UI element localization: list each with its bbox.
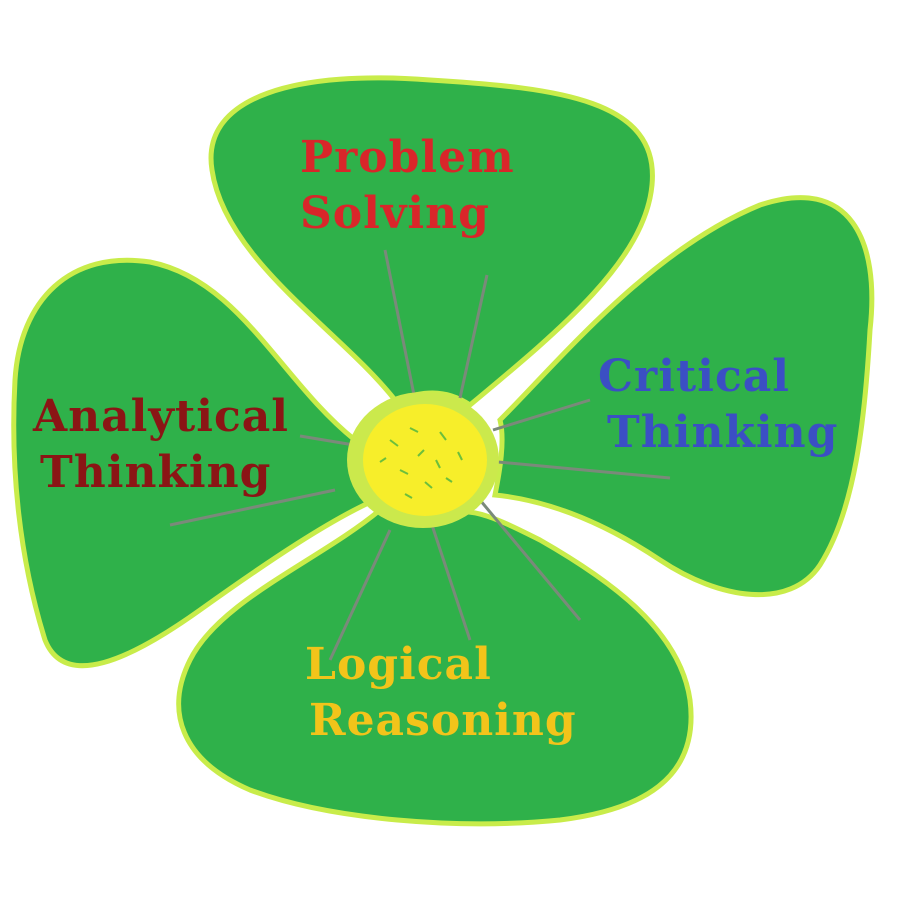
vein <box>383 249 417 401</box>
vein <box>497 460 671 480</box>
vein <box>458 274 489 399</box>
flower-center <box>363 404 487 516</box>
label-line: Critical <box>598 351 790 402</box>
vein <box>430 524 472 641</box>
label-line: Problem <box>300 132 515 183</box>
label-line: Logical <box>305 639 492 690</box>
petal-top <box>208 75 655 409</box>
veins <box>169 249 671 661</box>
petal-left <box>11 257 379 669</box>
vein <box>492 398 591 432</box>
vein <box>478 499 582 621</box>
label-line: Reasoning <box>309 695 577 746</box>
label-problem-solving: Problem Solving <box>300 130 515 242</box>
label-critical-thinking: Critical Thinking <box>595 349 838 461</box>
label-line: Thinking <box>40 447 272 498</box>
label-line: Thinking <box>607 407 839 458</box>
label-line: Analytical <box>33 391 289 442</box>
label-logical-reasoning: Logical Reasoning <box>305 637 577 749</box>
petal-right <box>492 195 875 598</box>
label-analytical-thinking: Analytical Thinking <box>33 389 289 501</box>
vein <box>169 488 336 527</box>
label-line: Solving <box>300 188 490 239</box>
center-specks <box>379 427 463 499</box>
petal-bottom <box>176 507 694 827</box>
vein <box>328 529 392 661</box>
